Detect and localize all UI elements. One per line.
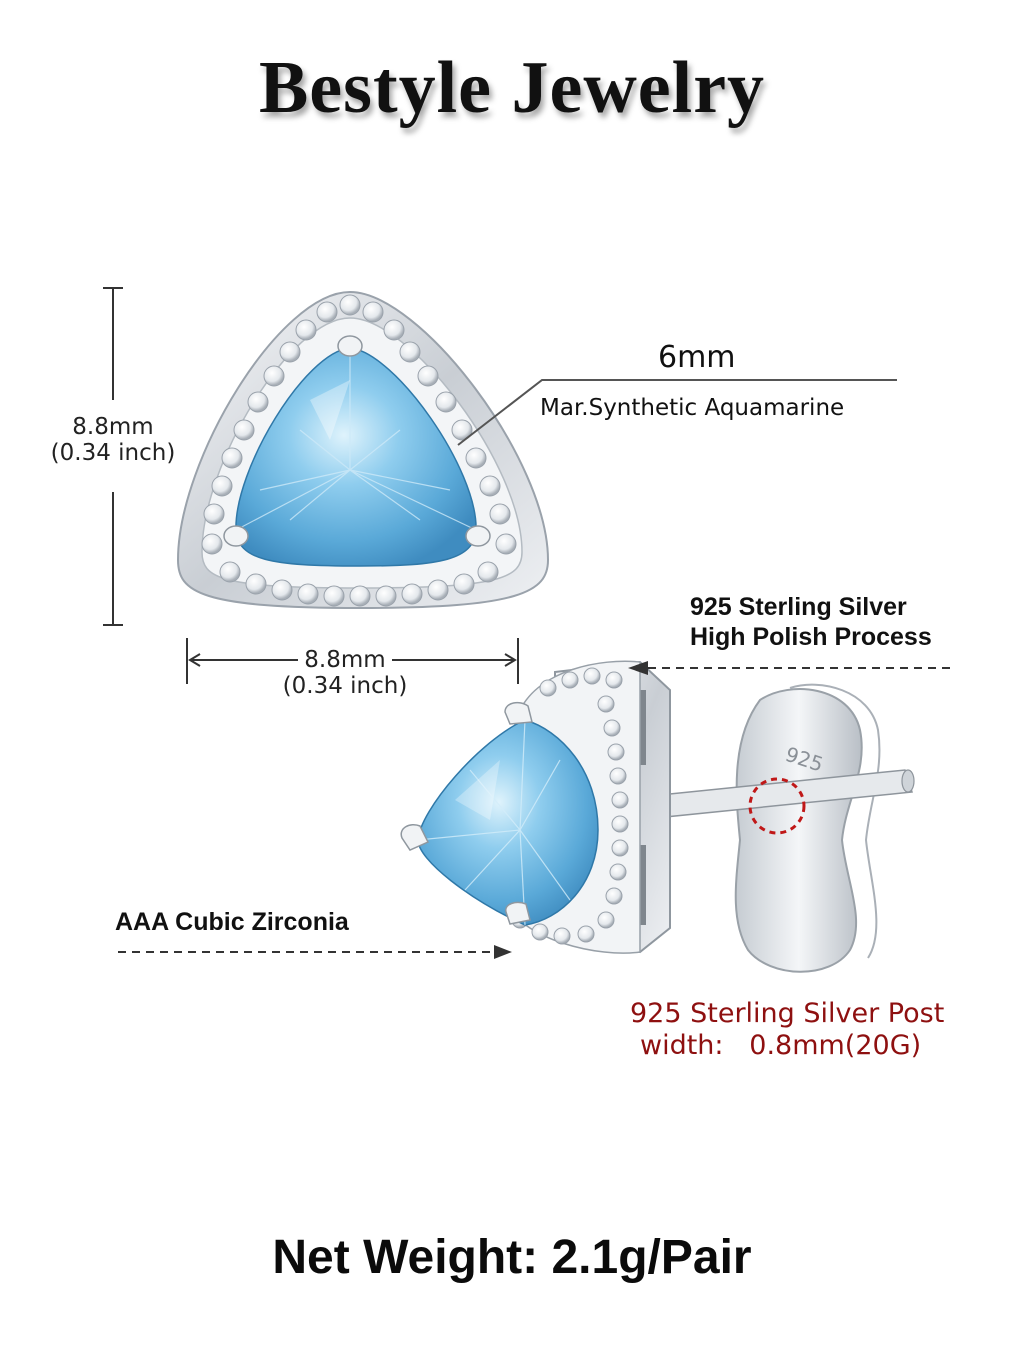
height-dimension-label: 8.8mm (0.34 inch) [38, 414, 188, 467]
post-line-1: 925 Sterling Silver Post [630, 998, 945, 1029]
width-inch: (0.34 inch) [282, 673, 408, 700]
post-callout-label: 925 Sterling Silver Post width: 0.8mm(20… [630, 998, 944, 1063]
stone-size-label: 6mm [658, 340, 736, 375]
height-dimension-line [103, 287, 123, 626]
height-inch: (0.34 inch) [50, 440, 176, 467]
width-dimension-line [186, 638, 519, 684]
front-earring [176, 290, 550, 610]
zirconia-callout-leader [118, 945, 512, 959]
silver-callout-label: 925 Sterling Silver High Polish Process [690, 592, 932, 652]
side-earring [400, 660, 915, 973]
brand-title: Bestyle Jewelry [258, 47, 766, 129]
stone-callout-leader [457, 379, 897, 446]
silver-line-1: 925 Sterling Silver [690, 593, 907, 621]
zirconia-label: AAA Cubic Zirconia [115, 908, 349, 936]
post-highlight-circle [748, 777, 806, 835]
silver-callout-leader [628, 661, 950, 675]
width-mm: 8.8mm [304, 647, 386, 673]
width-dimension-label: 8.8mm (0.34 inch) [270, 647, 420, 700]
net-weight-label: Net Weight: 2.1g/Pair [272, 1231, 752, 1284]
height-mm: 8.8mm [72, 414, 154, 440]
post-line-2: width: 0.8mm(20G) [640, 1030, 922, 1062]
silver-line-2: High Polish Process [690, 623, 932, 651]
stone-type-label: Mar.Synthetic Aquamarine [540, 395, 845, 421]
